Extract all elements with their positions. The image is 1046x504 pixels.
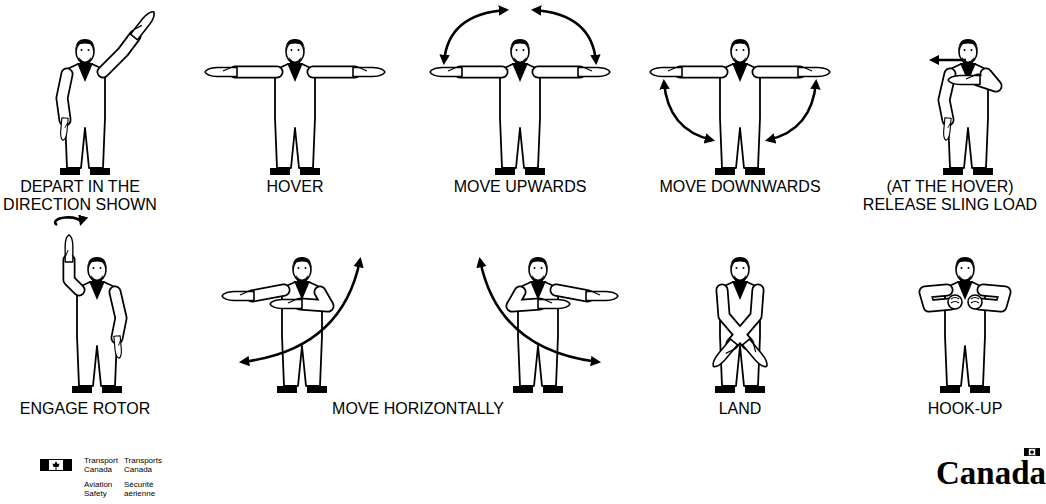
hover-signal-figure-part [235, 67, 355, 77]
release-sling-load-signal-figure-part [944, 74, 996, 120]
release-sling-load-signal-figure-part [948, 76, 980, 85]
agency-name: Sécurité aérienne [124, 480, 155, 498]
hook-up-signal-figure [925, 257, 1005, 393]
release-sling-load-signal-figure-part [943, 118, 951, 141]
depart-signal-figure-part [130, 9, 157, 40]
move-downwards-signal-figure-part [664, 82, 712, 140]
hover-signal-figure-part [205, 68, 237, 77]
land-signal-figure-part [722, 290, 758, 344]
move-horizontally-left-signal-figure [222, 257, 360, 393]
government-flag-symbol [40, 459, 72, 471]
move-upwards-signal-figure-part [534, 10, 596, 62]
wordmark-flag-symbol-part [1036, 448, 1040, 456]
move-downwards-signal-figure-part [680, 67, 800, 77]
move-upwards-signal-figure-part [430, 68, 462, 77]
signal-caption: DEPART IN THE DIRECTION SHOWN [0, 178, 160, 214]
move-horizontally-left-signal-figure-part [277, 257, 327, 393]
government-flag-symbol-part [64, 459, 72, 471]
signal-caption: LAND [660, 400, 820, 418]
signal-caption: MOVE HORIZONTALLY [298, 400, 538, 418]
move-horizontally-left-signal-figure-part [270, 300, 302, 309]
move-horizontally-right-signal-figure-part [513, 257, 563, 393]
hover-signal-figure-part [270, 39, 320, 175]
depart-signal-figure-part [62, 36, 135, 120]
signal-caption: ENGAGE ROTOR [5, 400, 165, 418]
hook-up-signal-figure-part [968, 295, 982, 309]
wordmark-flag-symbol-part [1024, 448, 1028, 456]
move-horizontally-left-signal-figure-part [242, 260, 360, 362]
depart-signal-figure-part [60, 118, 68, 141]
signal-caption: MOVE DOWNWARDS [645, 178, 835, 196]
engage-rotor-signal-figure-part [55, 217, 81, 225]
engage-rotor-signal-figure-part [69, 260, 121, 338]
move-upwards-signal-figure-part [578, 68, 610, 77]
wordmark-flag-symbol-part [1029, 449, 1036, 456]
release-sling-load-signal-figure-part [932, 59, 966, 62]
move-upwards-signal-figure-part [495, 39, 545, 175]
engage-rotor-signal-figure-part [69, 260, 121, 338]
hook-up-signal-figure-part [925, 290, 1005, 306]
land-signal-figure-part [722, 290, 758, 344]
agency-name: Aviation Safety [84, 480, 112, 498]
government-flag-symbol-part [49, 460, 64, 471]
signal-caption: HOOK-UP [885, 400, 1045, 418]
engage-rotor-signal-figure-part [65, 235, 73, 262]
move-downwards-signal-figure-part [715, 39, 765, 175]
move-horizontally-left-signal-figure-part [222, 292, 254, 301]
agency-name: Transports Canada [124, 456, 162, 474]
move-upwards-signal-figure-part [444, 10, 506, 62]
signal-caption: (AT THE HOVER) RELEASE SLING LOAD [855, 178, 1045, 214]
land-signal-figure-part [743, 339, 770, 369]
hover-signal-figure-part [353, 68, 385, 77]
move-downwards-signal-figure-part [650, 68, 682, 77]
agency-name: Transport Canada [84, 456, 118, 474]
hook-up-signal-figure-part [940, 257, 990, 393]
release-sling-load-signal-figure [932, 39, 996, 175]
hook-up-signal-figure-part [948, 295, 962, 309]
hover-signal-figure [205, 39, 385, 175]
engage-rotor-signal-figure [55, 217, 122, 393]
signal-caption: HOVER [215, 178, 375, 196]
wordmark: Canada [936, 457, 1046, 490]
depart-signal-figure [60, 9, 157, 175]
land-signal-figure-part [715, 257, 765, 393]
land-signal-figure [710, 257, 770, 393]
move-upwards-signal-figure [430, 10, 610, 175]
hook-up-signal-figure-part [925, 290, 1005, 306]
signal-caption: MOVE UPWARDS [435, 178, 605, 196]
move-downwards-signal-figure [650, 39, 830, 175]
government-flag-symbol-part [53, 461, 60, 470]
move-downwards-signal-figure-part [798, 68, 830, 77]
move-horizontally-right-signal-figure [480, 257, 618, 393]
hover-signal-figure-part [235, 66, 355, 79]
release-sling-load-signal-figure-part [944, 74, 996, 120]
move-downwards-signal-figure-part [768, 82, 816, 140]
wordmark-flag-symbol [1024, 448, 1040, 456]
engage-rotor-signal-figure-part [114, 336, 122, 359]
depart-signal-figure-part [62, 36, 135, 120]
wordmark-flag-symbol-part [1030, 450, 1034, 456]
move-horizontally-right-signal-figure-part [480, 260, 598, 362]
move-horizontally-right-signal-figure-part [538, 300, 570, 309]
government-flag-symbol-part [40, 459, 48, 471]
land-signal-figure-part [710, 339, 737, 369]
move-downwards-signal-figure-part [680, 66, 800, 79]
move-upwards-signal-figure-part [460, 67, 580, 77]
move-upwards-signal-figure-part [460, 66, 580, 79]
move-horizontally-right-signal-figure-part [586, 292, 618, 301]
